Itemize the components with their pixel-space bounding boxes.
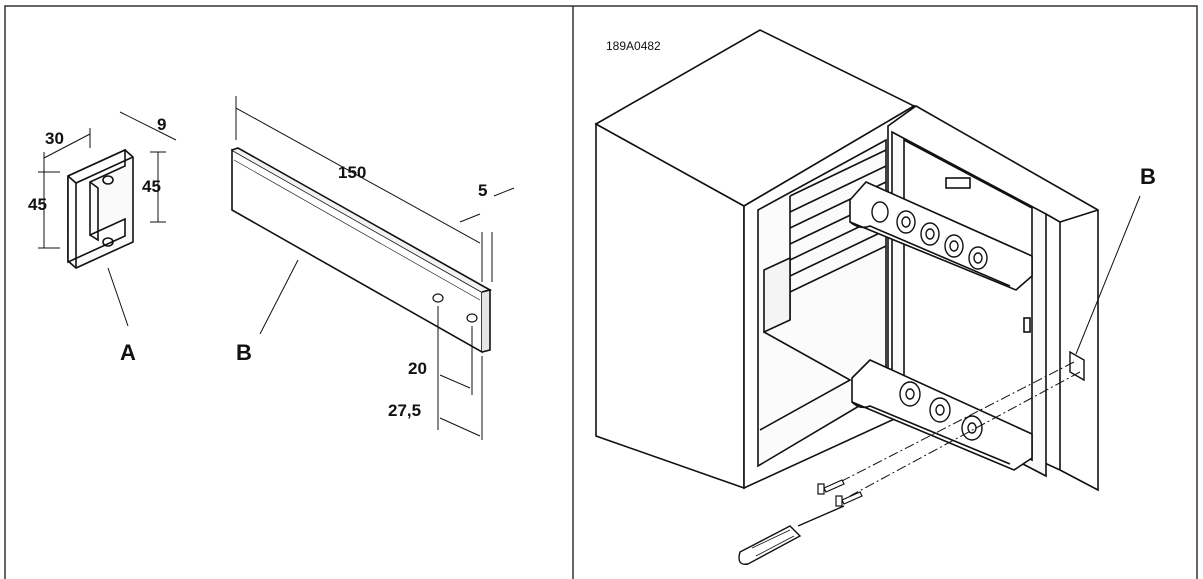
strip-b-mounted <box>1069 350 1085 382</box>
assembly-guide-lines <box>839 361 1081 497</box>
bracket-a-dimension-lines <box>38 111 177 327</box>
figure-code: 189A0482 <box>606 39 661 53</box>
screws <box>817 479 863 507</box>
strip-b-length-label: 150 <box>338 163 366 182</box>
diagram-border <box>4 5 1198 579</box>
strip-b-hole-offset-1-label: 20 <box>408 359 427 378</box>
bracket-a <box>67 148 134 269</box>
upper-bin-bottles <box>871 201 988 270</box>
lower-bin-bottles <box>899 381 983 441</box>
right-panel: 189A0482 <box>594 29 1156 565</box>
strip-b-dimension-lines <box>235 96 515 440</box>
screwdriver <box>738 505 845 565</box>
callout-b-right: B <box>1140 164 1156 189</box>
callout-b-right-leader <box>1075 195 1141 355</box>
strip-b-thickness-label: 5 <box>478 181 487 200</box>
strip-b <box>231 147 493 354</box>
bracket-a-width-label: 30 <box>45 129 64 148</box>
callout-a: A <box>120 340 136 365</box>
bracket-a-outer-height-label: 45 <box>28 195 47 214</box>
minibar-fridge <box>594 29 1099 492</box>
left-panel: 30 9 45 45 A 15 <box>28 96 515 440</box>
callout-b-left: B <box>236 340 252 365</box>
strip-b-hole-offset-2-label: 27,5 <box>388 401 421 420</box>
bracket-a-inner-height-label: 45 <box>142 177 161 196</box>
bracket-a-depth-label: 9 <box>157 115 166 134</box>
